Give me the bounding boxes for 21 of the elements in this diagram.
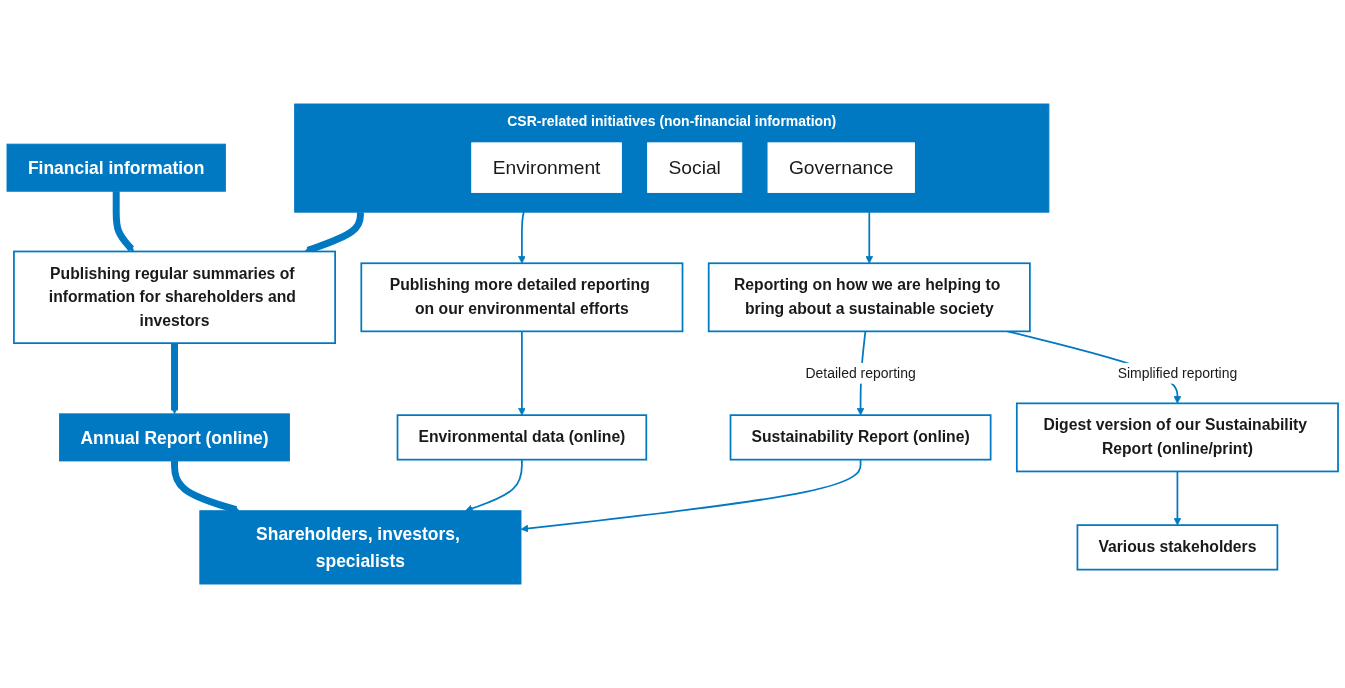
arrow bbox=[170, 343, 179, 415]
node-box: Governance bbox=[767, 142, 915, 193]
node-box: Social bbox=[647, 142, 743, 193]
node-box: Financial information bbox=[6, 143, 226, 192]
node-box: Sustainability Report (online) bbox=[729, 414, 992, 461]
node-box: Various stakeholders bbox=[1076, 524, 1279, 571]
edge-label: Simplified reporting bbox=[1117, 365, 1238, 381]
arrow bbox=[518, 330, 526, 416]
node-box: Environment bbox=[471, 142, 622, 193]
node-box: Publishing regular summaries of information for shareholders and investors bbox=[13, 250, 336, 344]
edge-label: Detailed reporting bbox=[805, 365, 916, 381]
arrow bbox=[112, 191, 135, 252]
node-box: Reporting on how we are helping to bring about a sustainable society bbox=[707, 262, 1031, 333]
arrow bbox=[1173, 470, 1182, 526]
arrow bbox=[865, 211, 874, 264]
node-box: Environmental data (online) bbox=[396, 414, 648, 461]
arrow bbox=[520, 458, 862, 533]
node-box: Publishing more detailed reporting on our environmental efforts bbox=[360, 262, 684, 333]
node-box: Digest version of our Sustainability Report (online/print) bbox=[1015, 402, 1339, 473]
node-box: Shareholders, investors, specialists bbox=[199, 510, 522, 585]
node-box: Annual Report (online) bbox=[59, 413, 290, 462]
